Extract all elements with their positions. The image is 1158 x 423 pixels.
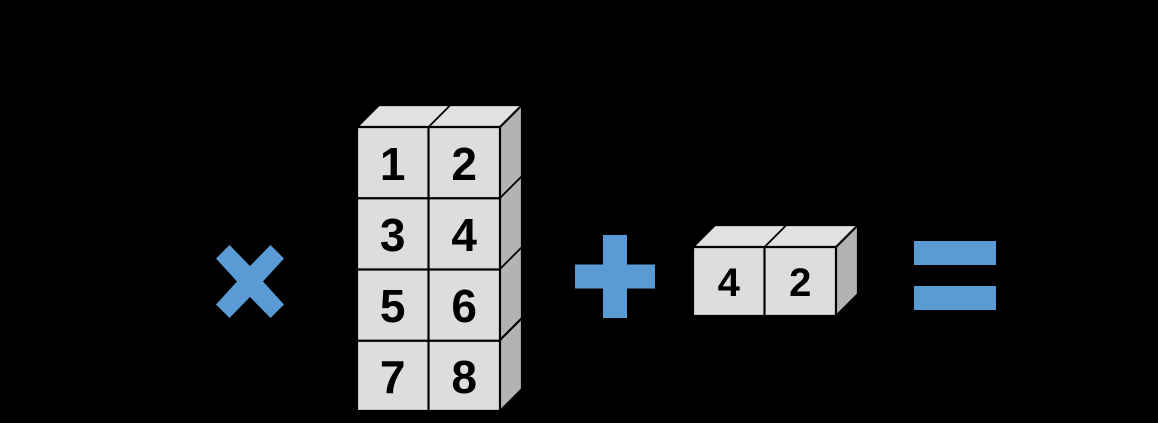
matrix-a-cell-3-0: 7 [380,351,406,403]
matrix-a-cell-0-1: 2 [451,138,477,190]
vector-b-cell-0-1: 2 [789,261,811,305]
matrix-a-cell-3-1: 8 [451,351,477,403]
vector-b-cubes: 4 2 [691,219,863,319]
equals-icon [914,241,996,310]
plus-operator [575,235,655,318]
equals-operator [914,241,996,310]
matrix-a-cell-2-0: 5 [380,280,406,332]
matrix-a-cell-1-1: 4 [451,209,477,261]
matrix-a-cubes: 1 2 3 4 5 6 7 8 [355,96,525,416]
times-icon [216,245,284,318]
multiply-operator [216,245,284,318]
matrix-a-cell-2-1: 6 [451,280,477,332]
plus-icon [575,235,655,318]
matrix-a-cell-1-0: 3 [380,209,406,261]
matrix-a-cell-0-0: 1 [380,138,406,190]
vector-b-cell-0-0: 4 [718,261,741,305]
